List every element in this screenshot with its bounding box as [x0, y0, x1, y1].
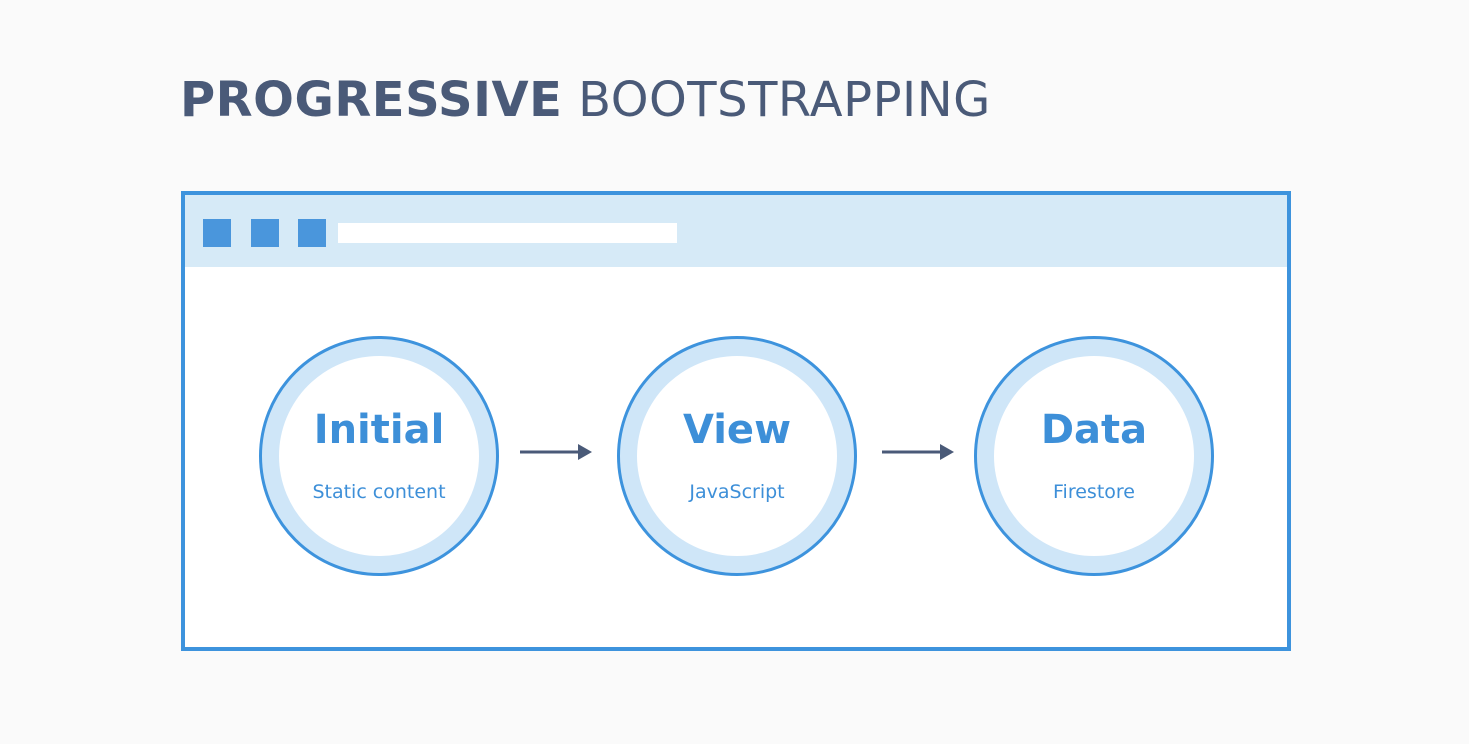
- stage-circle-data: Data Firestore: [974, 336, 1214, 576]
- stage-circle-inner: Initial Static content: [279, 356, 479, 556]
- stage-title: Initial: [313, 407, 445, 453]
- stage-circle-inner: Data Firestore: [994, 356, 1194, 556]
- browser-window: Initial Static content View JavaScript: [181, 191, 1291, 651]
- stage-circle-inner: View JavaScript: [637, 356, 837, 556]
- diagram-title: PROGRESSIVE BOOTSTRAPPING: [180, 70, 991, 130]
- address-bar: [338, 223, 677, 243]
- stage-title: Data: [1040, 407, 1148, 453]
- stage-subtitle: Firestore: [1053, 481, 1135, 503]
- arrow-right-icon: [520, 444, 592, 460]
- stage-title: View: [682, 407, 792, 453]
- stage-circle-initial: Initial Static content: [259, 336, 499, 576]
- window-button-2: [251, 219, 279, 247]
- stage-circle-view: View JavaScript: [617, 336, 857, 576]
- title-light-part: BOOTSTRAPPING: [578, 72, 991, 128]
- arrow-right-icon: [882, 444, 954, 460]
- stage-subtitle: Static content: [312, 481, 446, 503]
- title-bold-part: PROGRESSIVE: [180, 72, 563, 128]
- window-button-3: [298, 219, 326, 247]
- window-button-1: [203, 219, 231, 247]
- stage-subtitle: JavaScript: [689, 481, 785, 503]
- stages-area: Initial Static content View JavaScript: [185, 195, 1287, 647]
- browser-titlebar: [185, 195, 1287, 267]
